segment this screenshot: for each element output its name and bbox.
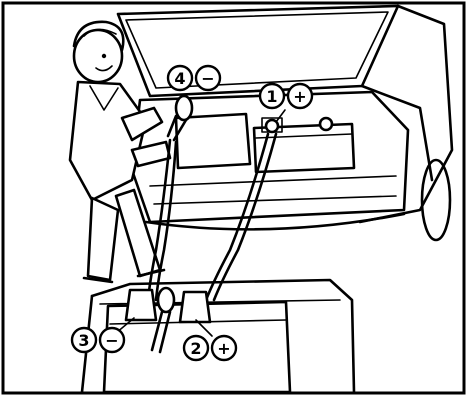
label-1-number: 1 (266, 87, 277, 106)
label-2-number: 2 (190, 339, 201, 358)
label-1-sign: + (293, 87, 306, 106)
label-4-number: 4 (174, 69, 185, 88)
label-2-sign: + (217, 339, 230, 358)
label-4-sign: − (201, 69, 214, 88)
label-3-number: 3 (78, 331, 89, 350)
label-3-sign: − (105, 331, 118, 350)
